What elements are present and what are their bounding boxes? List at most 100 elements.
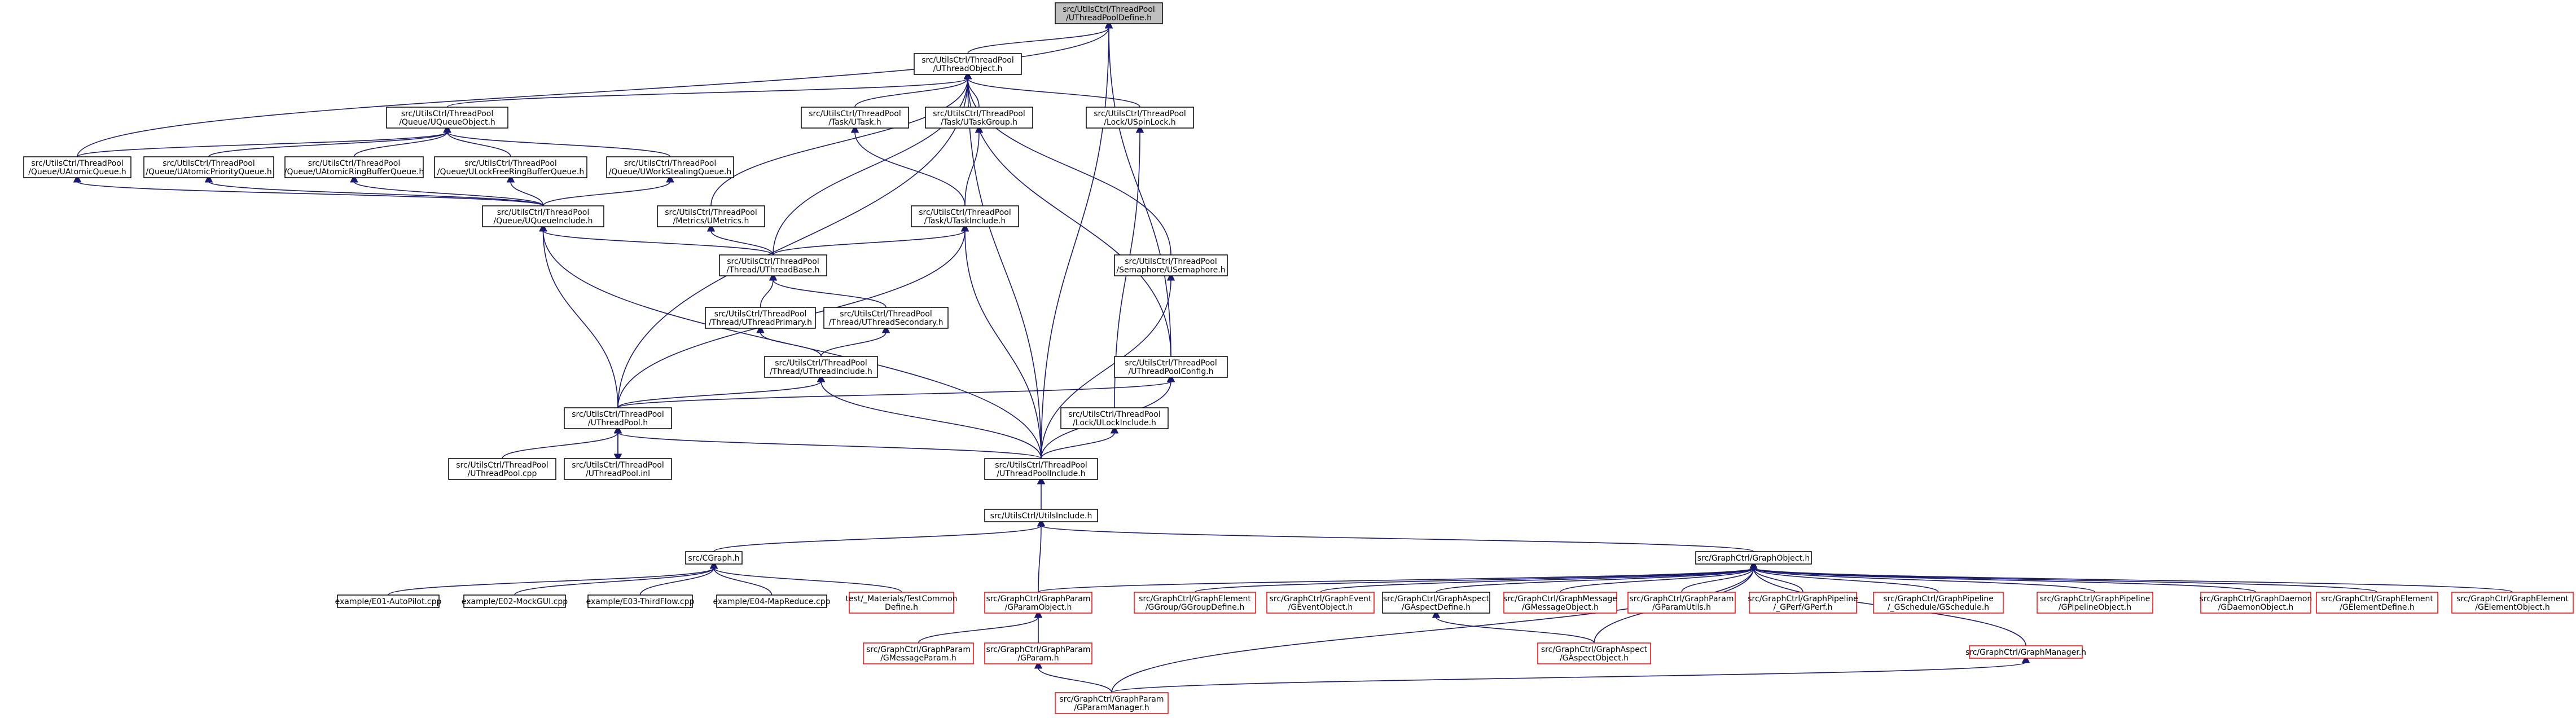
- edge-uspinlock-to-uthreadobject: [963, 71, 1140, 108]
- node-uthreadpool[interactable]: src/UtilsCtrl/ThreadPool/UThreadPool.h: [564, 407, 672, 429]
- node-uthreadprimary[interactable]: src/UtilsCtrl/ThreadPool/Thread/UThreadP…: [705, 307, 816, 329]
- node-gelementobject[interactable]: src/GraphCtrl/GraphElement/GElementObjec…: [2451, 592, 2574, 614]
- node-uthreadobject[interactable]: src/UtilsCtrl/ThreadPool/UThreadObject.h: [914, 53, 1022, 75]
- node-uthreadpoolinl[interactable]: src/UtilsCtrl/ThreadPool/UThreadPool.inl: [564, 458, 672, 480]
- edge-utaskinclude-to-utask: [850, 125, 966, 206]
- node-uthreadpoolcpp[interactable]: src/UtilsCtrl/ThreadPool/UThreadPool.cpp: [448, 458, 556, 480]
- edge-ex04-to-cgraph: [709, 561, 773, 596]
- node-label-line: src/UtilsCtrl/ThreadPool: [1094, 109, 1186, 118]
- node-box: [914, 53, 1022, 75]
- node-uworksteal[interactable]: src/UtilsCtrl/ThreadPool/Queue/UWorkStea…: [606, 156, 734, 178]
- node-gparamutils[interactable]: src/GraphCtrl/GraphParam/GParamUtils.h: [1627, 592, 1736, 614]
- node-ulockinclude[interactable]: src/UtilsCtrl/ThreadPool/Lock/ULockInclu…: [1060, 407, 1169, 429]
- node-gaspectobject[interactable]: src/GraphCtrl/GraphAspect/GAspectObject.…: [1537, 642, 1651, 664]
- node-uthreadpoolconfig[interactable]: src/UtilsCtrl/ThreadPool/UThreadPoolConf…: [1114, 356, 1228, 378]
- node-label-line: src/GraphCtrl/GraphDaemon: [2200, 594, 2312, 604]
- node-label-line: src/UtilsCtrl/ThreadPool: [456, 461, 548, 470]
- node-label-line: /Thread/UThreadInclude.h: [770, 367, 872, 376]
- node-label-line: /GParamObject.h: [1005, 603, 1072, 612]
- node-label-line: src/UtilsCtrl/ThreadPool: [840, 310, 932, 319]
- node-gdaemonobject[interactable]: src/GraphCtrl/GraphDaemon/GDaemonObject.…: [2200, 592, 2312, 614]
- node-gparam[interactable]: src/GraphCtrl/GraphParam/GParam.h: [984, 642, 1092, 664]
- node-label-line: src/GraphCtrl/GraphParam: [866, 645, 971, 654]
- node-define[interactable]: src/UtilsCtrl/ThreadPool/UThreadPoolDefi…: [1055, 2, 1163, 24]
- node-label-line: src/UtilsCtrl/ThreadPool: [809, 109, 901, 118]
- node-geventobject[interactable]: src/GraphCtrl/GraphEvent/GEventObject.h: [1266, 592, 1375, 614]
- node-label-line: src/UtilsCtrl/ThreadPool: [1125, 257, 1217, 266]
- node-gschedule[interactable]: src/GraphCtrl/GraphPipeline/_GSchedule/G…: [1873, 592, 2004, 614]
- edge-uthreadinclude-to-uthreadsecondary: [820, 325, 890, 357]
- node-uthreadsecondary[interactable]: src/UtilsCtrl/ThreadPool/Thread/UThreadS…: [823, 307, 949, 329]
- node-utaskinclude[interactable]: src/UtilsCtrl/ThreadPool/Task/UTaskInclu…: [911, 205, 1019, 227]
- edge-uthreadpool-to-uthreadpoolconfig: [617, 374, 1175, 408]
- node-box: [984, 458, 1098, 480]
- node-ggroupdefine[interactable]: src/GraphCtrl/GraphElement/GGroup/GGroup…: [1134, 592, 1256, 614]
- edge-uthreadbase-to-uqueueinclude: [539, 223, 774, 256]
- node-uqueueinclude[interactable]: src/UtilsCtrl/ThreadPool/Queue/UQueueInc…: [482, 205, 604, 227]
- node-label-line: /UThreadPool.inl: [586, 469, 650, 478]
- edge-uthreadpoolconfig-to-define: [1104, 20, 1171, 357]
- edge-gaspectobject-to-gaspectdefine: [1432, 610, 1595, 644]
- node-umetrics[interactable]: src/UtilsCtrl/ThreadPool/Metrics/UMetric…: [657, 205, 765, 227]
- node-utilsinclude[interactable]: src/UtilsCtrl/UtilsInclude.h: [984, 509, 1098, 522]
- node-label-line: src/GraphCtrl/GraphManager.h: [1965, 648, 2086, 657]
- file-nodes: src/UtilsCtrl/ThreadPool/UThreadPoolDefi…: [23, 2, 2574, 714]
- edge-uthreadbase-to-uthreadobject: [773, 71, 972, 256]
- node-label-line: src/UtilsCtrl/ThreadPool: [714, 310, 807, 319]
- node-ggraphobject[interactable]: src/GraphCtrl/GraphObject.h: [1695, 551, 1812, 565]
- edge-uatomicqueue-to-uqueueobject: [77, 125, 451, 157]
- edge-gparammanager-to-gmanager: [1111, 655, 2030, 693]
- edge-uworksteal-to-uqueueobject: [443, 125, 671, 157]
- node-uthreadinclude[interactable]: src/UtilsCtrl/ThreadPool/Thread/UThreadI…: [764, 356, 878, 378]
- node-gelementdefine[interactable]: src/GraphCtrl/GraphElement/GElementDefin…: [2316, 592, 2438, 614]
- node-label-line: /Queue/UQueueObject.h: [399, 118, 495, 127]
- node-label-line: /Task/UTask.h: [828, 118, 881, 127]
- node-utask[interactable]: src/UtilsCtrl/ThreadPool/Task/UTask.h: [801, 107, 909, 129]
- node-gmessageparam[interactable]: src/GraphCtrl/GraphParam/GMessageParam.h: [863, 642, 974, 664]
- node-uspinlock[interactable]: src/UtilsCtrl/ThreadPool/Lock/USpinLock.…: [1086, 107, 1194, 129]
- node-uthreadpoolinclude[interactable]: src/UtilsCtrl/ThreadPool/UThreadPoolIncl…: [984, 458, 1098, 480]
- node-ulockfree[interactable]: src/UtilsCtrl/ThreadPool/Queue/ULockFree…: [434, 156, 587, 178]
- node-label-line: /Thread/UThreadPrimary.h: [709, 318, 812, 327]
- edge-uthreadpoolinclude-to-uqueueinclude: [539, 223, 1042, 459]
- node-gperf[interactable]: src/GraphCtrl/GraphPipeline/_GPerf/GPerf…: [1748, 592, 1858, 614]
- node-utaskgroup[interactable]: src/UtilsCtrl/ThreadPool/Task/UTaskGroup…: [925, 107, 1033, 129]
- node-gmessageobject[interactable]: src/GraphCtrl/GraphMessage/GMessageObjec…: [1503, 592, 1617, 614]
- node-label-line: src/UtilsCtrl/ThreadPool: [624, 159, 717, 168]
- node-box: [1055, 692, 1169, 714]
- node-label-line: src/UtilsCtrl/ThreadPool: [401, 109, 494, 118]
- node-box: [434, 156, 587, 178]
- node-gaspectdefine[interactable]: src/GraphCtrl/GraphAspect/GAspectDefine.…: [1382, 592, 1490, 614]
- edge-gparammanager-to-gparam: [1034, 660, 1112, 693]
- node-uatomicqueue[interactable]: src/UtilsCtrl/ThreadPool/Queue/UAtomicQu…: [23, 156, 131, 178]
- node-ex02[interactable]: example/E02-MockGUI.cpp: [462, 594, 568, 608]
- node-uatomicpq[interactable]: src/UtilsCtrl/ThreadPool/Queue/UAtomicPr…: [143, 156, 274, 178]
- node-label-line: /GPipelineObject.h: [2059, 603, 2131, 612]
- node-ex04[interactable]: example/E04-MapReduce.cpp: [713, 594, 831, 608]
- node-box: [984, 592, 1092, 614]
- node-ex01[interactable]: example/E01-AutoPilot.cpp: [335, 594, 442, 608]
- node-label-line: src/GraphCtrl/GraphObject.h: [1697, 554, 1810, 563]
- node-uthreadbase[interactable]: src/UtilsCtrl/ThreadPool/Thread/UThreadB…: [719, 254, 827, 276]
- node-gparammanager[interactable]: src/GraphCtrl/GraphParam/GParamManager.h: [1055, 692, 1169, 714]
- node-cgraph[interactable]: src/CGraph.h: [685, 551, 743, 565]
- node-gmanager[interactable]: src/GraphCtrl/GraphManager.h: [1965, 645, 2086, 659]
- node-label-line: /GAspectDefine.h: [1402, 603, 1471, 612]
- node-gpipelineobject[interactable]: src/GraphCtrl/GraphPipeline/GPipelineObj…: [2037, 592, 2153, 614]
- node-uqueueobject[interactable]: src/UtilsCtrl/ThreadPool/Queue/UQueueObj…: [386, 107, 508, 129]
- node-box: [1969, 645, 2083, 659]
- node-ex03[interactable]: example/E03-ThirdFlow.cpp: [586, 594, 695, 608]
- edge-gmessageparam-to-gparamobject: [918, 610, 1043, 644]
- node-box: [1086, 107, 1194, 129]
- node-box: [925, 107, 1033, 129]
- node-usemaphore[interactable]: src/UtilsCtrl/ThreadPool/Semaphore/USema…: [1114, 254, 1228, 276]
- edge-uqueueinclude-to-ulockfree: [506, 174, 544, 206]
- node-uatomicrb[interactable]: src/UtilsCtrl/ThreadPool/Queue/UAtomicRi…: [284, 156, 424, 178]
- edge-gperf-to-ggraphobject: [1749, 561, 1803, 593]
- node-label-line: /UThreadPool.h: [588, 419, 648, 428]
- node-label-line: /Queue/UAtomicPriorityQueue.h: [146, 168, 271, 177]
- node-gparamobject[interactable]: src/GraphCtrl/GraphParam/GParamObject.h: [984, 592, 1092, 614]
- node-box: [705, 307, 816, 329]
- edge-uatomicrb-to-uqueueobject: [353, 125, 451, 157]
